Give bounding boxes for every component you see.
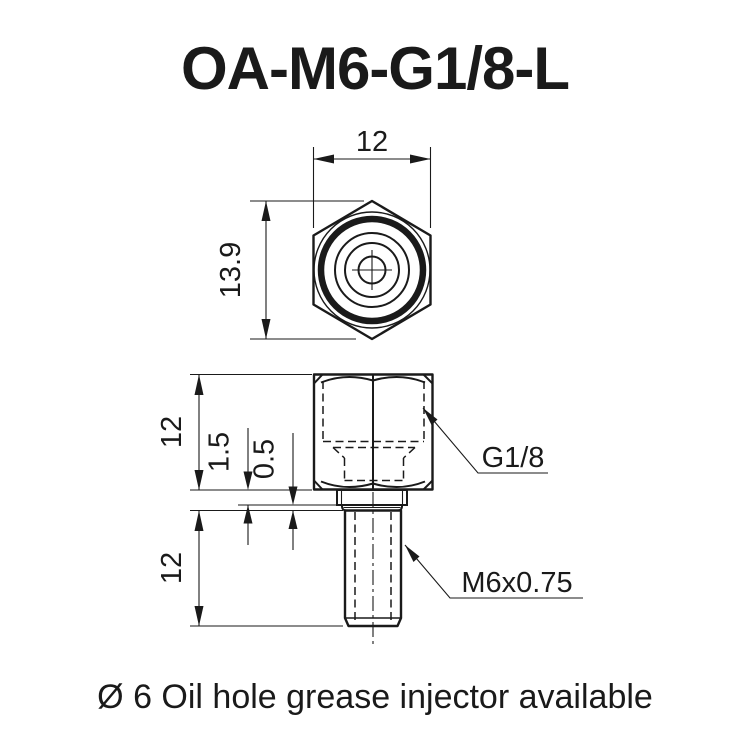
center-cross (352, 250, 392, 290)
dim-groove-value: 0.5 (249, 439, 281, 479)
dim-collar-value: 1.5 (204, 432, 236, 472)
dim-thread-length-value: 12 (156, 552, 188, 584)
arrowhead (410, 154, 431, 164)
hex-inscribed-circle (313, 211, 431, 329)
dim-top-height-value: 13.9 (215, 242, 247, 298)
stem-hidden-lines (354, 512, 392, 624)
g18-port-hidden-lines (322, 381, 425, 482)
dim-thread-length: 12 (156, 510, 204, 626)
arrowhead (261, 201, 271, 221)
dim-top-height: 13.9 (215, 200, 364, 340)
side-view: 12 1.5 0.5 12 G1/8 (156, 373, 583, 648)
arrowhead (288, 486, 298, 505)
arrowhead (288, 510, 298, 529)
hex-head-side (312, 373, 434, 491)
label-stem-thread: M6x0.75 (461, 567, 572, 599)
extension-lines (190, 373, 343, 627)
hex-bottom-corner-chamfers (313, 479, 434, 491)
availability-note: Ø 6 Oil hole grease injector available (97, 678, 653, 716)
arrowhead (194, 374, 204, 395)
thread-minor-circle (344, 242, 400, 298)
top-view: 12 13.9 (215, 126, 432, 341)
arrowhead (261, 319, 271, 339)
hex-outline (312, 199, 432, 341)
leader-arrowhead (423, 408, 438, 425)
threaded-stem (343, 509, 403, 628)
arrowhead (194, 510, 204, 531)
leader-g18: G1/8 (422, 407, 548, 474)
arrowhead (194, 470, 204, 490)
dim-top-width: 12 (312, 126, 432, 228)
arrowhead (243, 505, 253, 524)
dim-hex-height-value: 12 (156, 416, 188, 448)
hex-bottom-chamfer-arcs (320, 480, 426, 488)
label-port-thread: G1/8 (482, 442, 545, 474)
hex-top-chamfer-arcs (320, 376, 426, 384)
arrowhead (194, 606, 204, 626)
arrowhead (313, 154, 334, 164)
collar (336, 489, 408, 506)
arrowhead (243, 471, 253, 490)
leader-m6: M6x0.75 (404, 544, 583, 599)
thread-major-circle (334, 232, 410, 308)
dim-hex-height: 12 (156, 374, 204, 490)
dim-collar: 1.5 (204, 428, 253, 545)
chamfer-ring (317, 215, 427, 325)
part-title: OA-M6-G1/8-L (180, 35, 570, 102)
dim-groove: 0.5 (249, 433, 298, 550)
hex-top-corner-chamfers (313, 373, 434, 385)
dim-top-width-value: 12 (356, 126, 388, 158)
leader-arrowhead (405, 545, 420, 562)
